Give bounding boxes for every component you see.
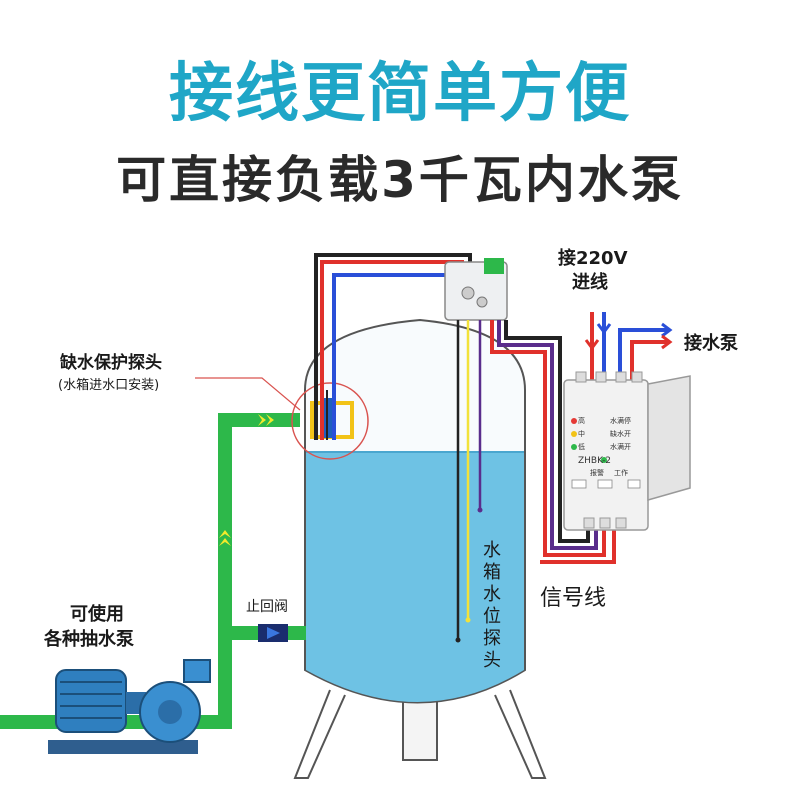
device-work: 工作 [614, 469, 628, 477]
wire-arrows [584, 322, 673, 351]
signal-wire-label: 信号线 [540, 586, 607, 611]
probe-sublabel: (水箱进水口安装) [58, 378, 160, 393]
flow-arrows [219, 414, 274, 546]
device-model: ZHBK-2 [578, 456, 612, 466]
device-ind-low: 低 [578, 443, 585, 451]
pump-label-line1: 可使用 [70, 604, 124, 625]
device-mode-3: 水满开 [610, 443, 631, 451]
device-ind-high: 高 [578, 417, 585, 425]
pump-label-line2: 各种抽水泵 [44, 629, 134, 650]
device-mode-2: 缺水开 [610, 430, 631, 438]
tank-legs [293, 689, 547, 779]
controller-device [563, 371, 691, 531]
headline-secondary: 可直接负载3千瓦内水泵 [116, 151, 684, 209]
water-pump [48, 659, 211, 754]
headline-primary: 接线更简单方便 [169, 57, 631, 131]
to-pump-label: 接水泵 [684, 333, 738, 354]
level-probe-label: 水箱水位探头 [483, 540, 501, 671]
check-valve [258, 624, 288, 642]
water-fill [306, 452, 524, 702]
probe-callout-line [195, 377, 301, 411]
device-alarm: 报警 [590, 469, 604, 477]
device-mode-1: 水满停 [610, 417, 631, 425]
power-in-label-line1: 接220V [558, 248, 628, 269]
device-ind-mid: 中 [578, 430, 585, 438]
power-wires [590, 312, 668, 380]
level-probes [456, 320, 482, 640]
signal-wires [490, 320, 616, 564]
check-valve-label: 止回阀 [246, 599, 288, 615]
probe-label: 缺水保护探头 [60, 353, 162, 373]
junction-box [444, 258, 508, 321]
probe-callout-circle [291, 382, 369, 460]
power-in-label-line2: 进线 [572, 272, 608, 293]
inlet-pipe [0, 413, 306, 729]
